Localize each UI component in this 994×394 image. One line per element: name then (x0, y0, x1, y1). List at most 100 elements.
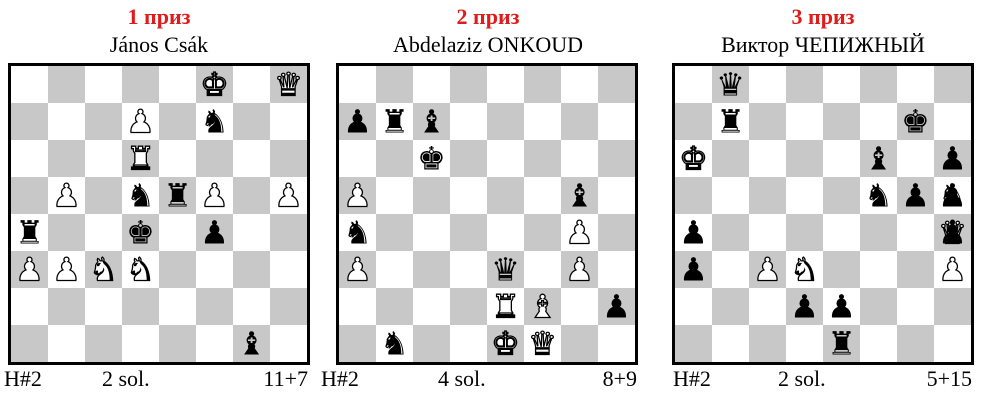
board-square (85, 288, 122, 325)
board-square (122, 288, 159, 325)
white-pawn-icon: ♟ (565, 214, 594, 252)
board-square (413, 177, 450, 214)
board-square (712, 177, 749, 214)
black-pawn-icon: ♟ (938, 214, 967, 252)
white-king-icon: ♚ (491, 325, 520, 363)
board-square (524, 177, 561, 214)
author-name: Abdelaziz ONKOUD (333, 32, 643, 58)
white-pawn-icon: ♟ (126, 103, 155, 141)
board-square (598, 214, 635, 251)
board-square (48, 140, 85, 177)
black-king-icon: ♚ (901, 103, 930, 141)
board-square (860, 214, 897, 251)
board-square (675, 177, 712, 214)
white-knight-icon: ♞ (790, 251, 819, 289)
board-square (122, 66, 159, 103)
solution-count: 2 sol. (102, 366, 150, 392)
board-square (675, 66, 712, 103)
board-square (749, 214, 786, 251)
board-square (598, 66, 635, 103)
board-square (11, 288, 48, 325)
problem-footer: H#2 4 sol. 8+9 (333, 366, 643, 392)
prize-title: 3 приз (668, 4, 978, 30)
white-rook-icon: ♜ (126, 140, 155, 178)
board-square (233, 177, 270, 214)
white-knight-icon: ♞ (89, 251, 118, 289)
board-square (712, 251, 749, 288)
board-square (934, 103, 971, 140)
black-knight-icon: ♞ (200, 103, 229, 141)
board-square (48, 325, 85, 362)
board-square (934, 325, 971, 362)
white-bishop-icon: ♝ (528, 288, 557, 326)
board-square (897, 66, 934, 103)
white-pawn-icon: ♟ (15, 251, 44, 289)
board-square (860, 251, 897, 288)
black-pawn-icon: ♟ (938, 140, 967, 178)
board-square (860, 66, 897, 103)
black-pawn-icon: ♟ (938, 177, 967, 215)
author-name: János Csák (4, 32, 314, 58)
board-square (48, 214, 85, 251)
board-square (85, 325, 122, 362)
board-square (675, 325, 712, 362)
board-square (561, 325, 598, 362)
white-pawn-icon: ♟ (753, 251, 782, 289)
board-square (85, 214, 122, 251)
black-pawn-icon: ♟ (790, 288, 819, 326)
board-square (413, 325, 450, 362)
black-knight-icon: ♞ (380, 325, 409, 363)
board-square (786, 140, 823, 177)
black-bishop-icon: ♝ (237, 325, 266, 363)
black-queen-icon: ♛ (716, 66, 745, 104)
black-pawn-icon: ♟ (602, 288, 631, 326)
board-square (487, 66, 524, 103)
board-square (270, 288, 307, 325)
board-square (786, 177, 823, 214)
board-square (233, 214, 270, 251)
board-square (897, 251, 934, 288)
board-square (11, 103, 48, 140)
board-square (11, 325, 48, 362)
board-square (897, 325, 934, 362)
white-pawn-icon: ♟ (52, 177, 81, 215)
black-king-icon: ♚ (417, 140, 446, 178)
board-square (598, 325, 635, 362)
board-square (159, 103, 196, 140)
black-rook-icon: ♜ (163, 177, 192, 215)
board-square (85, 103, 122, 140)
black-pawn-icon: ♟ (901, 177, 930, 215)
prize-title: 1 приз (4, 4, 314, 30)
board-square (561, 66, 598, 103)
board-square (823, 177, 860, 214)
board-square (450, 140, 487, 177)
board-square (934, 288, 971, 325)
black-bishop-icon: ♝ (864, 140, 893, 178)
black-king-icon: ♚ (126, 214, 155, 252)
black-rook-icon: ♜ (380, 103, 409, 141)
board-square (11, 140, 48, 177)
board-square (339, 325, 376, 362)
board-square (675, 288, 712, 325)
board-square (270, 140, 307, 177)
board-square (48, 288, 85, 325)
board-square (450, 103, 487, 140)
board-square (823, 66, 860, 103)
board-square (749, 177, 786, 214)
board-square (159, 251, 196, 288)
board-square (159, 66, 196, 103)
board-square (450, 66, 487, 103)
board-square (860, 325, 897, 362)
board-square (786, 103, 823, 140)
stipulation: H#2 (321, 366, 359, 392)
board-square (270, 214, 307, 251)
board-square (122, 325, 159, 362)
black-rook-icon: ♜ (716, 103, 745, 141)
board-square (270, 251, 307, 288)
board-square (376, 288, 413, 325)
black-knight-icon: ♞ (126, 177, 155, 215)
board-square (233, 140, 270, 177)
white-knight-icon: ♞ (126, 251, 155, 289)
board-square (524, 103, 561, 140)
board-square (376, 66, 413, 103)
